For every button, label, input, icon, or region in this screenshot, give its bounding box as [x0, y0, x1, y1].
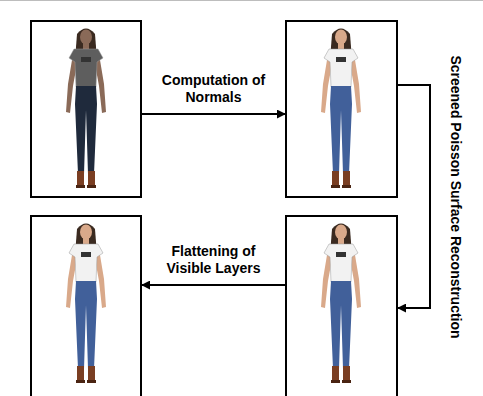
flow-arrow [142, 113, 285, 115]
step-label: Computation of Normals [154, 72, 274, 106]
flattened-figure [66, 224, 106, 384]
step-label: Flattening of Visible Layers [154, 243, 274, 277]
flow-arrow [142, 284, 285, 286]
image-panel [285, 215, 398, 396]
image-panel [30, 20, 142, 198]
normals-figure [321, 29, 361, 189]
top-rule [0, 0, 483, 1]
point-cloud-figure [66, 29, 106, 189]
step-label: Screened Poisson Surface Reconstruction [447, 53, 464, 340]
flow-arrow [398, 85, 430, 308]
image-panel [285, 20, 398, 198]
surface-figure [321, 224, 361, 384]
image-panel [30, 215, 142, 396]
